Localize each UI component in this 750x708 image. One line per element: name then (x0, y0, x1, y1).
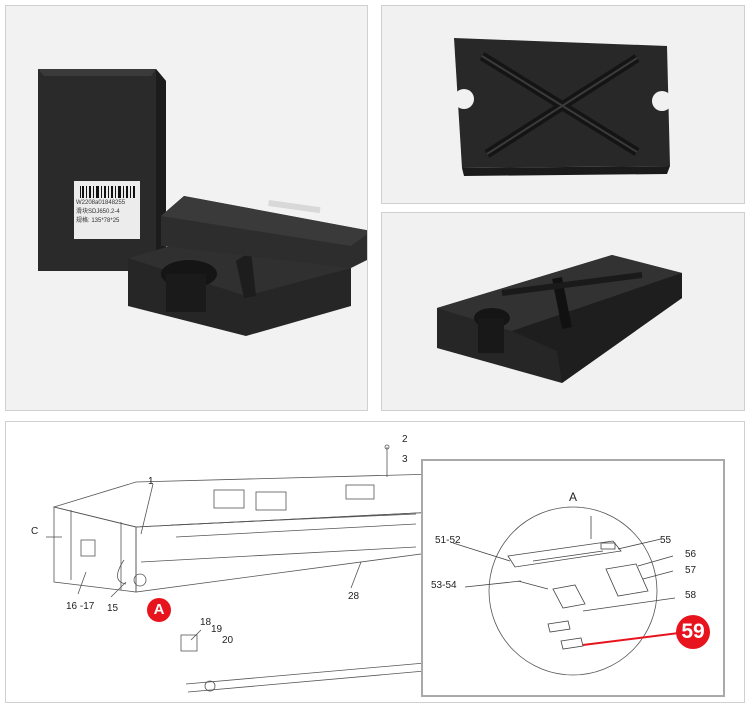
part-label-19: 19 (211, 624, 223, 635)
view-marker-c: C (31, 526, 39, 537)
part-label-56: 56 (685, 549, 697, 560)
part-label-55: 55 (660, 535, 672, 546)
part-label-1: 1 (148, 476, 154, 487)
part-label-53-54: 53-54 (431, 580, 457, 591)
label-spec: 规格: 135*78*25 (76, 218, 120, 224)
detail-title: A (569, 490, 578, 504)
part-label-20: 20 (222, 635, 234, 646)
part-label-3: 3 (402, 454, 408, 465)
foam-block-angled-view (437, 255, 682, 383)
part-label-57: 57 (685, 565, 697, 576)
part-label-51-52: 51-52 (435, 535, 461, 546)
part-label-15: 15 (107, 603, 119, 614)
label-part-name: 滑块SDJ650.2-4 (76, 209, 120, 215)
part-label-2: 2 (402, 434, 408, 445)
highlight-part-59: 59 (676, 615, 710, 649)
exploded-parts-diagram: C 1 2 3 16 -17 15 18 19 20 28 22 23 A (5, 421, 745, 703)
detail-a-drawing (452, 506, 688, 676)
label-serial: W2208a01848255 (76, 200, 126, 206)
part-label-28: 28 (348, 591, 360, 602)
foam-block-top-view (454, 38, 672, 176)
part-label-18: 18 (200, 617, 212, 628)
product-photo-angled-view (381, 212, 745, 411)
foam-blocks-illustration (38, 69, 367, 336)
detail-callout-a: A (147, 598, 171, 622)
part-label-58: 58 (685, 590, 697, 601)
detail-view-a: A 55 51-52 56 57 53-54 58 (421, 459, 725, 697)
product-photo-top-view (381, 5, 745, 204)
product-photo-main: W2208a01848255 滑块SDJ650.2-4 规格: 135*78*2… (5, 5, 368, 411)
part-label-16-17: 16 -17 (66, 601, 95, 612)
